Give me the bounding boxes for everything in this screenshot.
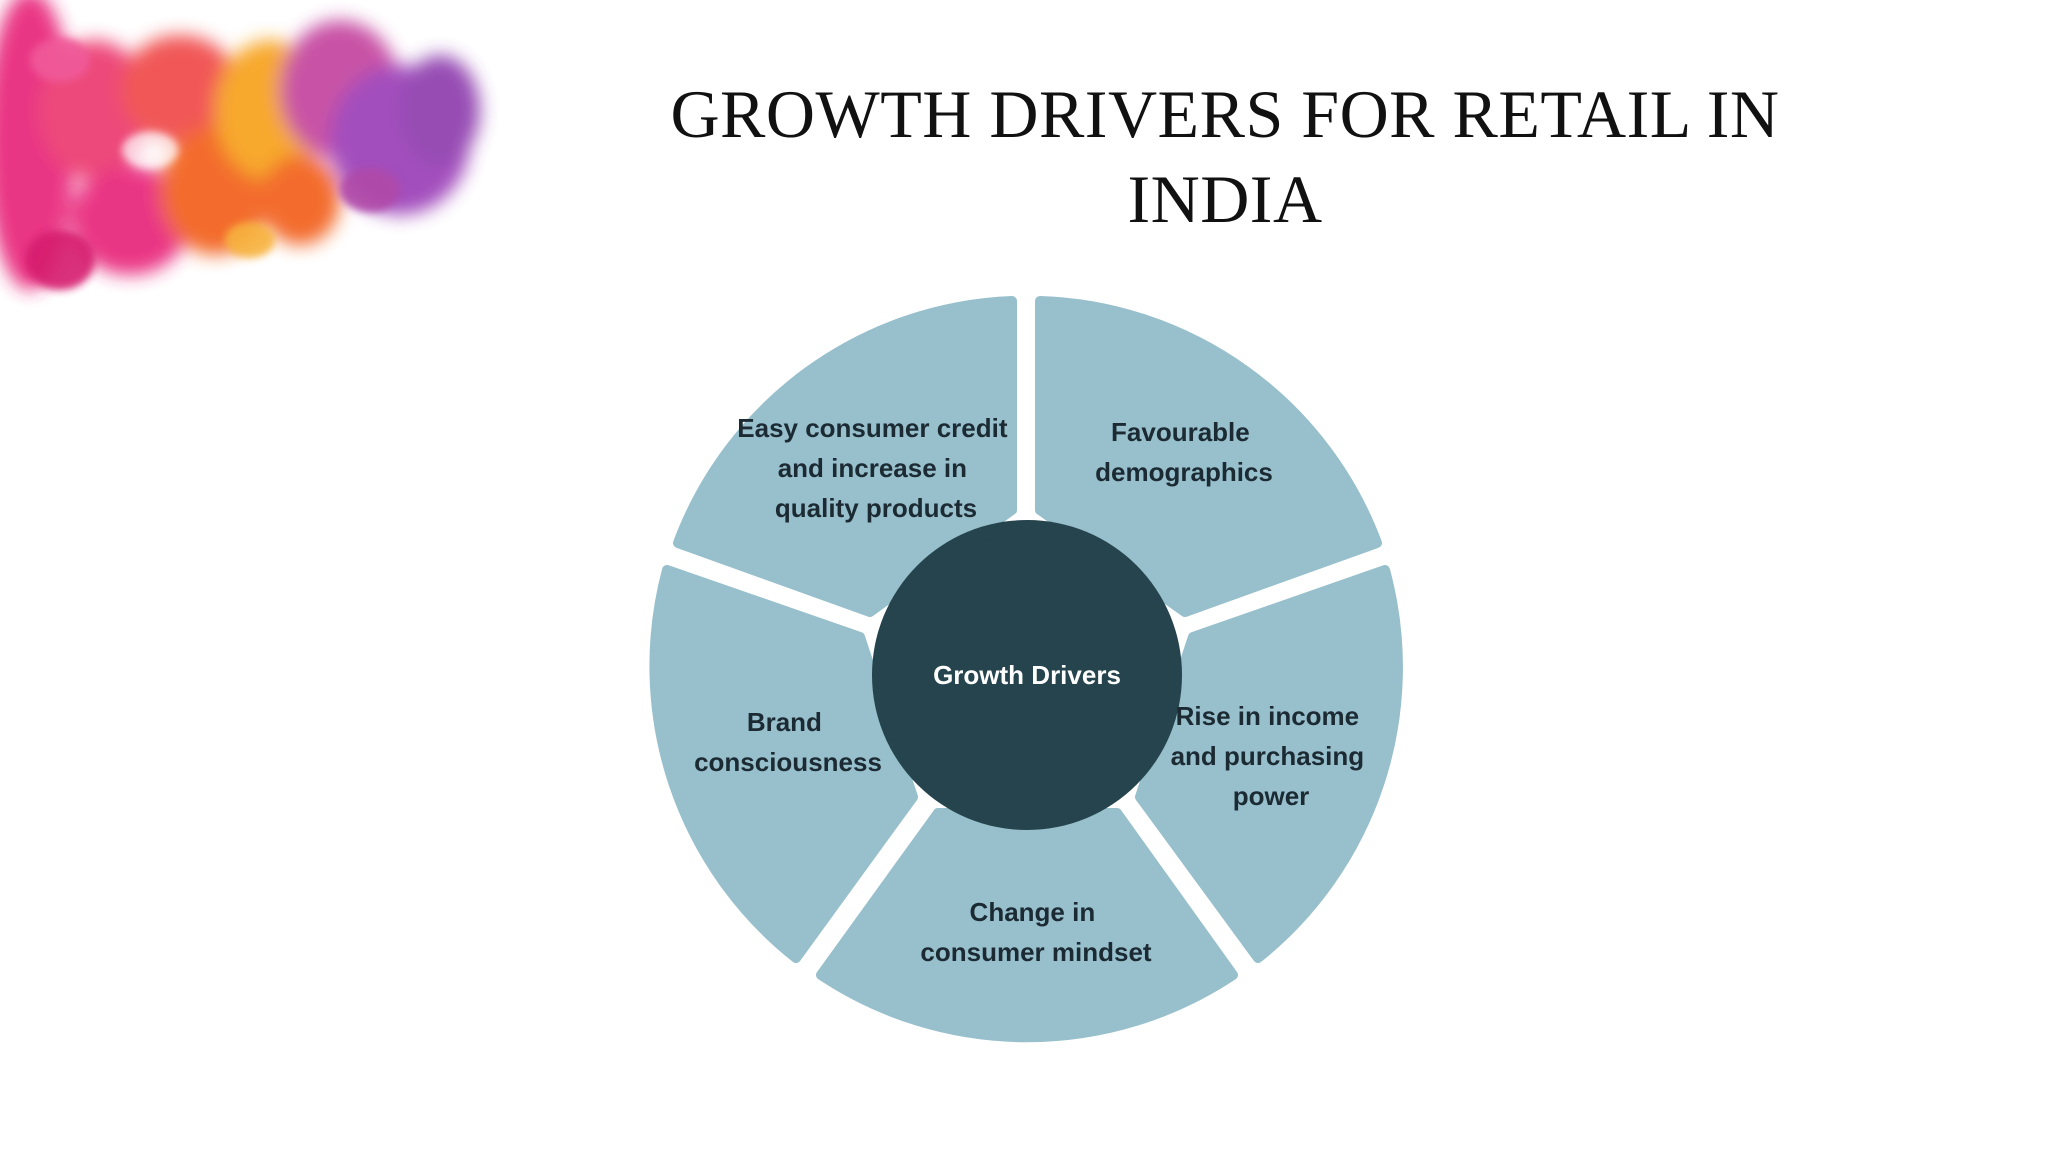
segment-demographics (1035, 296, 1382, 617)
ink-smoke-icon (0, 0, 480, 290)
segment-income (1135, 565, 1403, 963)
segment-brand (649, 565, 918, 963)
hub-circle (887, 535, 1167, 815)
segment-label-mindset: Change in consumer mindset (920, 897, 1152, 967)
title-line-2: INDIA (1127, 161, 1323, 237)
hub-label: Growth Drivers (933, 660, 1121, 690)
title-line-1: GROWTH DRIVERS FOR RETAIL IN (670, 76, 1780, 152)
slide-title: GROWTH DRIVERS FOR RETAIL IN INDIA (620, 72, 1830, 242)
segment-label-brand: Brand consciousness (694, 707, 882, 777)
segment-mindset (816, 808, 1238, 1043)
segment-label-demographics: Favourable demographics (1095, 417, 1273, 487)
segment-easy-credit (673, 296, 1017, 617)
segment-label-income: Rise in income and purchasing power (1171, 701, 1372, 811)
segment-label-easy-credit: Easy consumer credit and increase in qua… (737, 413, 1014, 523)
